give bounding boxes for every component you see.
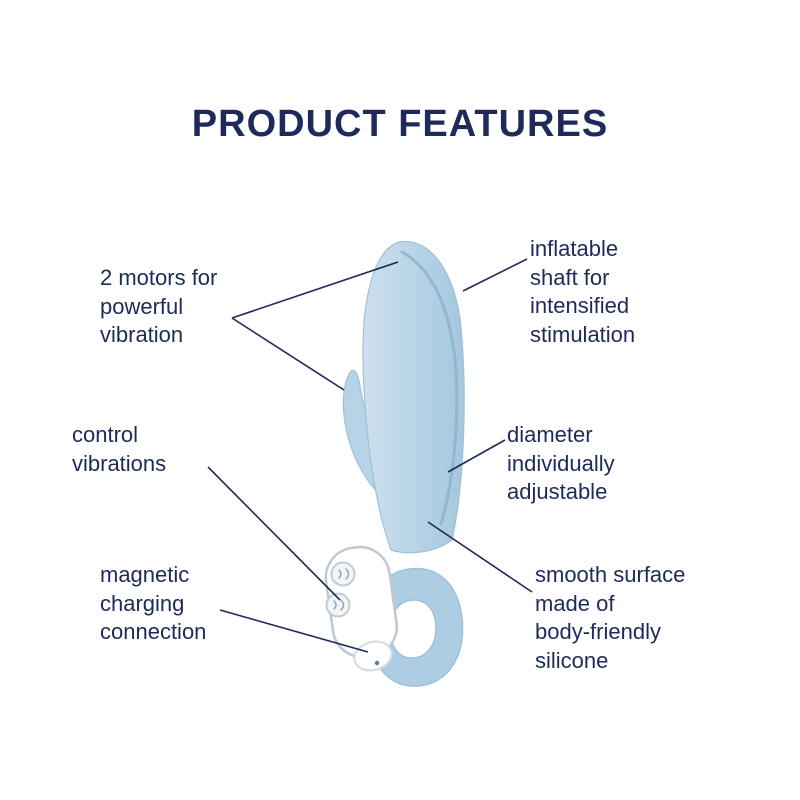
feature-label-inflatable-shaft: inflatable shaft for intensified stimula… [530,236,636,347]
air-pump-button [325,592,351,618]
charging-tip [353,640,393,672]
connector-line [462,258,528,292]
feature-label-diameter-adjustable: diameter individually adjustable [507,422,615,505]
connector-line [447,439,506,473]
feature-label-motors: 2 motors for powerful vibration [100,265,218,348]
connector-line [231,317,345,391]
finger-ring [368,567,464,687]
feature-label-magnetic-charging: magnetic charging connection [100,562,207,645]
shaft-seam [400,250,459,526]
charging-contact [374,660,380,666]
connector-line [207,466,341,601]
stimulation-arm [342,369,402,507]
control-panel [324,545,398,659]
vibration-button [330,561,356,587]
connector-line [231,261,399,319]
feature-label-control-vibrations: control vibrations [72,422,167,476]
air-pump-button-icon [333,599,345,611]
connector-line [219,609,369,653]
connector-line [427,521,533,593]
feature-label-smooth-surface: smooth surface made of body-friendly sil… [535,562,686,673]
inflatable-shaft [362,240,465,554]
vibration-button-icon [338,568,350,580]
page-title: PRODUCT FEATURES [191,103,609,145]
